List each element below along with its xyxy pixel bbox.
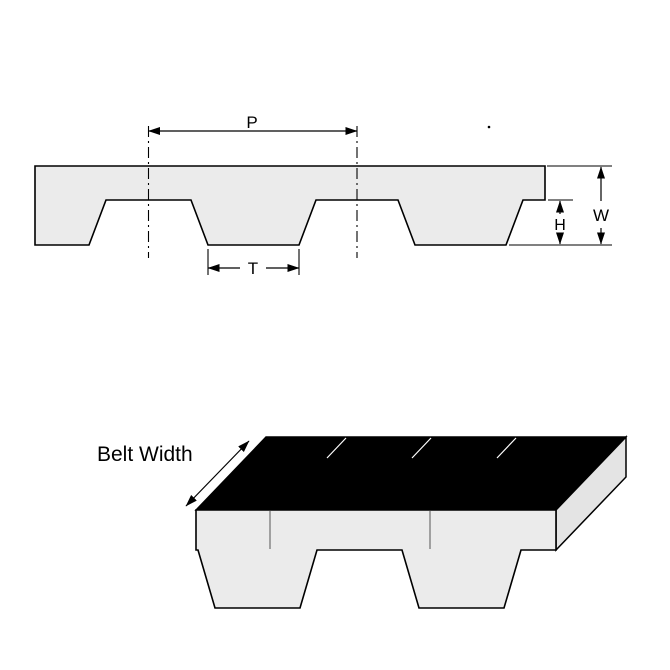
thickness-label: W xyxy=(593,206,609,225)
top-face-pitch-mark-2 xyxy=(411,437,432,459)
top-face-pitch-mark-3 xyxy=(496,437,517,459)
cross-section-view: P T H W xyxy=(34,113,612,278)
top-face-pitch-mark-1 xyxy=(326,437,347,459)
artifact-dot xyxy=(487,125,491,129)
belt-profile xyxy=(34,165,546,246)
belt-width-label: Belt Width xyxy=(97,443,193,466)
tooth-width-label: T xyxy=(248,259,258,278)
tooth-height-label: H xyxy=(554,217,566,234)
belt-top-face xyxy=(194,436,628,511)
belt-width-arrow xyxy=(185,440,250,507)
perspective-view: Belt Width xyxy=(97,435,628,609)
pitch-label: P xyxy=(246,113,257,132)
belt-front-face xyxy=(195,509,557,609)
